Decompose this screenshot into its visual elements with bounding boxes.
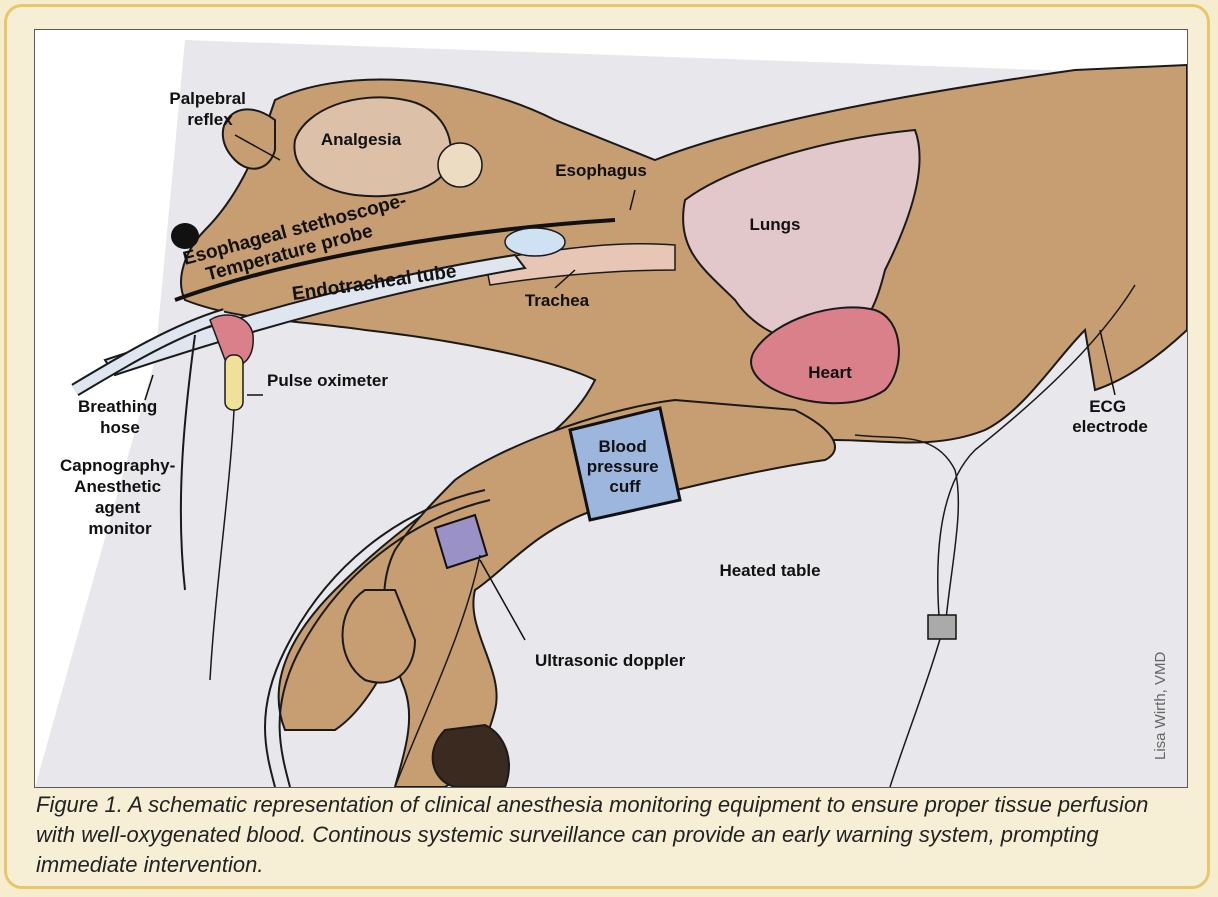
label-blood-pressure-cuff: Blood pressure cuff (587, 437, 664, 496)
ecg-lead-2 (854, 434, 960, 631)
capnography-line (179, 334, 196, 591)
label-ecg-electrode: ECG electrode (1072, 397, 1148, 436)
pulse-oximeter-clip (224, 354, 244, 411)
leader-ecg (1099, 329, 1116, 396)
breathing-hose-inner (72, 310, 227, 395)
label-trachea: Trachea (525, 291, 590, 310)
leader-esophagus (629, 189, 636, 211)
label-ultrasonic-doppler: Ultrasonic doppler (535, 651, 686, 670)
lungs-organ (682, 128, 921, 344)
dog-nose (171, 223, 199, 249)
pulse-oximeter-cable (209, 409, 235, 681)
illustration-panel: Palpebral reflex Analgesia Esophagus Lun… (34, 29, 1188, 788)
label-heart: Heart (808, 363, 852, 382)
ecg-cable (889, 638, 941, 787)
figure-caption: Figure 1. A schematic representation of … (36, 792, 1149, 877)
label-palpebral-reflex: Palpebral reflex (169, 89, 250, 129)
leader-palpebral (234, 134, 281, 161)
bp-hose-2 (278, 499, 491, 787)
illustrator-credit: Lisa Wirth, VMD (1152, 651, 1169, 760)
label-analgesia: Analgesia (321, 130, 402, 149)
doppler-band (433, 513, 489, 570)
leader-breathing-hose (144, 374, 154, 401)
leader-doppler (479, 559, 526, 641)
label-lungs: Lungs (750, 215, 801, 234)
doppler-cable (394, 554, 481, 787)
dog-ear (221, 108, 276, 170)
label-breathing-hose: Breathing hose (78, 397, 162, 437)
ecg-connector (927, 614, 957, 640)
label-capnography: Capnography- Anesthetic agent monitor (60, 456, 180, 538)
label-pulse-oximeter: Pulse oximeter (267, 371, 388, 390)
leader-trachea (554, 269, 576, 289)
blood-pressure-cuff-band (568, 406, 682, 522)
dog-paw-upper (341, 589, 417, 684)
esophageal-probe-line (174, 218, 616, 302)
cerebellum (437, 142, 483, 188)
dog-paw-lower (431, 723, 510, 787)
heart-organ (750, 306, 900, 405)
tube-cuff (504, 227, 566, 257)
bp-hose (264, 489, 486, 787)
ecg-lead-1 (936, 284, 1136, 631)
label-heated-table: Heated table (719, 561, 820, 580)
label-esophagus: Esophagus (555, 161, 647, 180)
anesthesia-monitoring-diagram: Palpebral reflex Analgesia Esophagus Lun… (35, 40, 1187, 787)
